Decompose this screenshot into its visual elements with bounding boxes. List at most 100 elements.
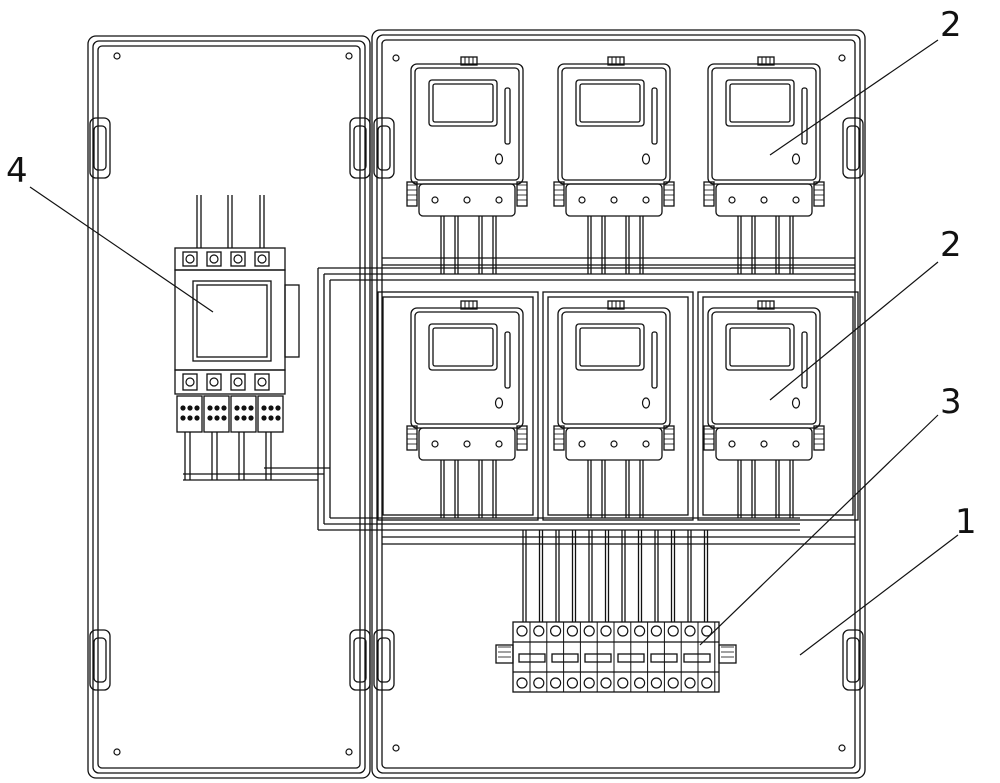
meter-display xyxy=(429,324,497,370)
breaker-outlet-pin xyxy=(195,416,199,420)
energy-meter xyxy=(554,301,674,518)
terminal-bottom-screw xyxy=(651,678,661,688)
door-screw xyxy=(114,53,120,59)
meter-indicator xyxy=(496,398,503,408)
breaker-outlet-pin xyxy=(235,416,239,420)
meter-base-screw xyxy=(432,441,438,447)
door-screw xyxy=(346,749,352,755)
breaker-outlet-pin xyxy=(242,406,246,410)
breaker-outlet-pin xyxy=(276,406,280,410)
leader-meters-top xyxy=(770,40,938,155)
breaker-outlet-pin xyxy=(195,406,199,410)
meter-display-inner xyxy=(730,84,790,122)
meter-display xyxy=(726,324,794,370)
meter-body xyxy=(558,64,670,184)
meter-base-screw xyxy=(761,441,767,447)
meter-body-inner xyxy=(415,68,519,180)
terminal-bottom-screw xyxy=(551,678,561,688)
meter-display-inner xyxy=(730,328,790,366)
meter-side-clip xyxy=(407,426,417,450)
breaker-outlet-block xyxy=(258,396,283,432)
cabinet-hinge-notch-inner xyxy=(378,126,390,170)
terminal-top-screw xyxy=(534,626,544,636)
door-hinge-notch-inner xyxy=(94,126,106,170)
breaker-terminal-dot xyxy=(234,255,242,263)
terminal-bottom-screw xyxy=(685,678,695,688)
breaker-terminal-dot xyxy=(210,378,218,386)
meter-display-inner xyxy=(580,84,640,122)
meter-body-inner xyxy=(415,312,519,424)
breaker-terminal-screw xyxy=(207,374,221,390)
breaker-terminal-dot xyxy=(186,378,194,386)
terminal-top-screw xyxy=(618,626,628,636)
meter-side-clip xyxy=(554,182,564,206)
cabinet-screw xyxy=(839,745,845,751)
meter-indicator xyxy=(793,398,800,408)
meter-display-inner xyxy=(580,328,640,366)
meter-side-clip xyxy=(517,426,527,450)
meter-side-clip xyxy=(554,426,564,450)
meter-base xyxy=(566,428,662,460)
label-enclosure: 1 xyxy=(955,502,977,542)
terminal-top-screw xyxy=(651,626,661,636)
meter-base-screw xyxy=(496,197,502,203)
terminal-top-screw xyxy=(601,626,611,636)
right-cabinet-panel xyxy=(372,30,865,778)
cabinet-hinge-notch-inner xyxy=(378,638,390,682)
leader-enclosure xyxy=(800,535,958,655)
meter-side-clip xyxy=(664,426,674,450)
meter-base-screw xyxy=(611,197,617,203)
meter-base xyxy=(566,184,662,216)
breaker-outlet-pin xyxy=(222,406,226,410)
breaker-outlet-pin xyxy=(181,406,185,410)
breaker-terminal-screw xyxy=(183,374,197,390)
breaker-side-handle xyxy=(285,285,299,357)
breaker-terminal-screw xyxy=(183,252,197,266)
breaker-outlet-pin xyxy=(215,406,219,410)
terminal-label-slot xyxy=(519,654,545,662)
cabinet-hinge-notch-inner xyxy=(847,638,859,682)
breaker-outlet-pin xyxy=(215,416,219,420)
meter-base-screw xyxy=(643,197,649,203)
meter-base xyxy=(716,428,812,460)
meter-indicator xyxy=(643,154,650,164)
terminal-top-screw xyxy=(567,626,577,636)
meter-bay-inner xyxy=(548,297,688,515)
meter-base-screw xyxy=(729,441,735,447)
meter-display-inner xyxy=(433,328,493,366)
breaker-terminal-screw xyxy=(255,252,269,266)
meter-body xyxy=(558,308,670,428)
cabinet-screw xyxy=(839,55,845,61)
meter-display xyxy=(726,80,794,126)
breaker-outlet-pin xyxy=(249,406,253,410)
label-meters-bottom: 2 xyxy=(940,225,962,265)
energy-meter xyxy=(704,301,824,518)
cabinet-screw xyxy=(393,55,399,61)
energy-meter xyxy=(407,57,527,274)
cabinet-screw xyxy=(393,745,399,751)
door-hinge-notch-inner xyxy=(94,638,106,682)
door-screw xyxy=(114,749,120,755)
terminal-top-screw xyxy=(685,626,695,636)
meter-base-screw xyxy=(432,197,438,203)
breaker-terminal-dot xyxy=(186,255,194,263)
meter-side-clip xyxy=(517,182,527,206)
meter-side-clip xyxy=(814,182,824,206)
energy-meter xyxy=(407,301,527,518)
leader-breaker xyxy=(30,187,213,312)
terminal-bottom-screw xyxy=(534,678,544,688)
meter-side-clip xyxy=(704,182,714,206)
meter-slot xyxy=(652,88,657,144)
breaker-terminal-screw xyxy=(231,374,245,390)
breaker-outlet-pin xyxy=(276,416,280,420)
meter-indicator xyxy=(643,398,650,408)
breaker-outlet-pin xyxy=(262,406,266,410)
label-terminal-block: 3 xyxy=(940,382,962,422)
meter-display-inner xyxy=(433,84,493,122)
breaker-outlet-pin xyxy=(269,416,273,420)
breaker-outlet-pin xyxy=(188,416,192,420)
meter-base-screw xyxy=(611,441,617,447)
breaker-terminal-screw xyxy=(231,252,245,266)
breaker-outlet-pin xyxy=(249,416,253,420)
